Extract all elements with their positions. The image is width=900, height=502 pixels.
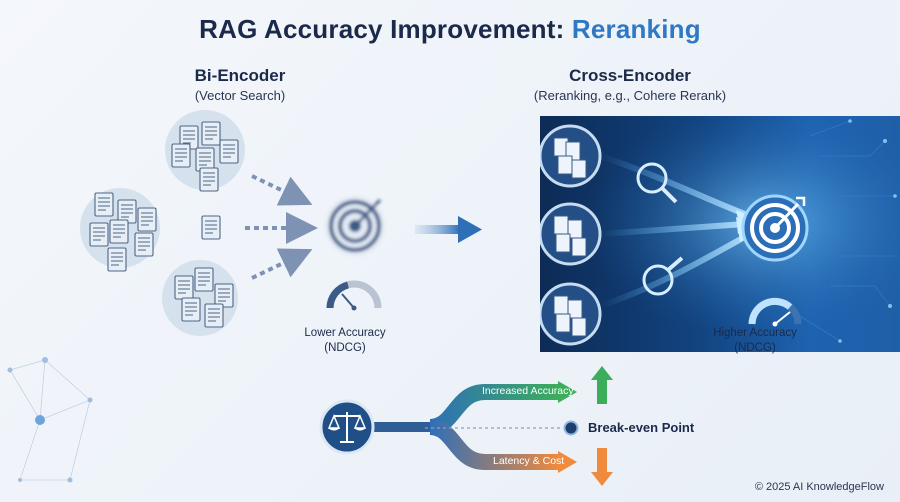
page-title: RAG Accuracy Improvement: Reranking <box>0 14 900 45</box>
cross-encoder-graphic <box>540 116 900 352</box>
lower-accuracy-text: Lower Accuracy <box>304 327 386 339</box>
document-cluster-icon <box>80 188 160 272</box>
bi-encoder-heading: Bi-Encoder <box>194 66 286 85</box>
magnifier-icon <box>636 162 678 204</box>
latency-cost-label: Latency & Cost <box>493 455 565 467</box>
bi-encoder-illustration <box>80 110 482 336</box>
scale-icon <box>319 399 375 455</box>
gauge-icon <box>748 297 802 327</box>
bi-encoder-subheading: (Vector Search) <box>194 88 286 103</box>
cross-encoder-heading: Cross-Encoder <box>569 66 691 85</box>
target-icon <box>325 196 385 256</box>
cross-encoder-subheading: (Reranking, e.g., Cohere Rerank) <box>533 88 727 103</box>
title-accent: Reranking <box>571 14 701 44</box>
document-cluster-icon <box>540 124 602 188</box>
higher-accuracy-label: Higher Accuracy (NDCG) <box>700 326 810 356</box>
increased-accuracy-label: Increased Accuracy <box>482 385 574 397</box>
magnifier-icon <box>642 256 684 296</box>
gauge-icon <box>326 280 382 311</box>
document-cluster-icon <box>540 202 602 266</box>
network-decoration <box>7 357 93 483</box>
break-even-label: Break-even Point <box>588 420 695 435</box>
target-icon <box>741 194 809 262</box>
arrow-up-icon <box>591 366 613 404</box>
document-cluster-icon <box>540 282 602 346</box>
higher-accuracy-metric: (NDCG) <box>734 342 776 354</box>
copyright-footer: © 2025 AI KnowledgeFlow <box>754 481 884 493</box>
cross-encoder-panel <box>540 116 900 352</box>
document-icon <box>201 215 221 240</box>
higher-accuracy-text: Higher Accuracy <box>713 327 797 339</box>
transition-arrow <box>415 216 482 243</box>
lower-accuracy-metric: (NDCG) <box>324 342 366 354</box>
lower-accuracy-label: Lower Accuracy (NDCG) <box>295 326 395 356</box>
arrow-down-icon <box>591 448 613 486</box>
document-cluster-icon <box>165 110 245 192</box>
document-cluster-icon <box>162 260 238 336</box>
tradeoff-diagram <box>319 366 613 486</box>
break-even-marker <box>563 420 579 436</box>
title-main: RAG Accuracy Improvement: <box>199 14 572 44</box>
